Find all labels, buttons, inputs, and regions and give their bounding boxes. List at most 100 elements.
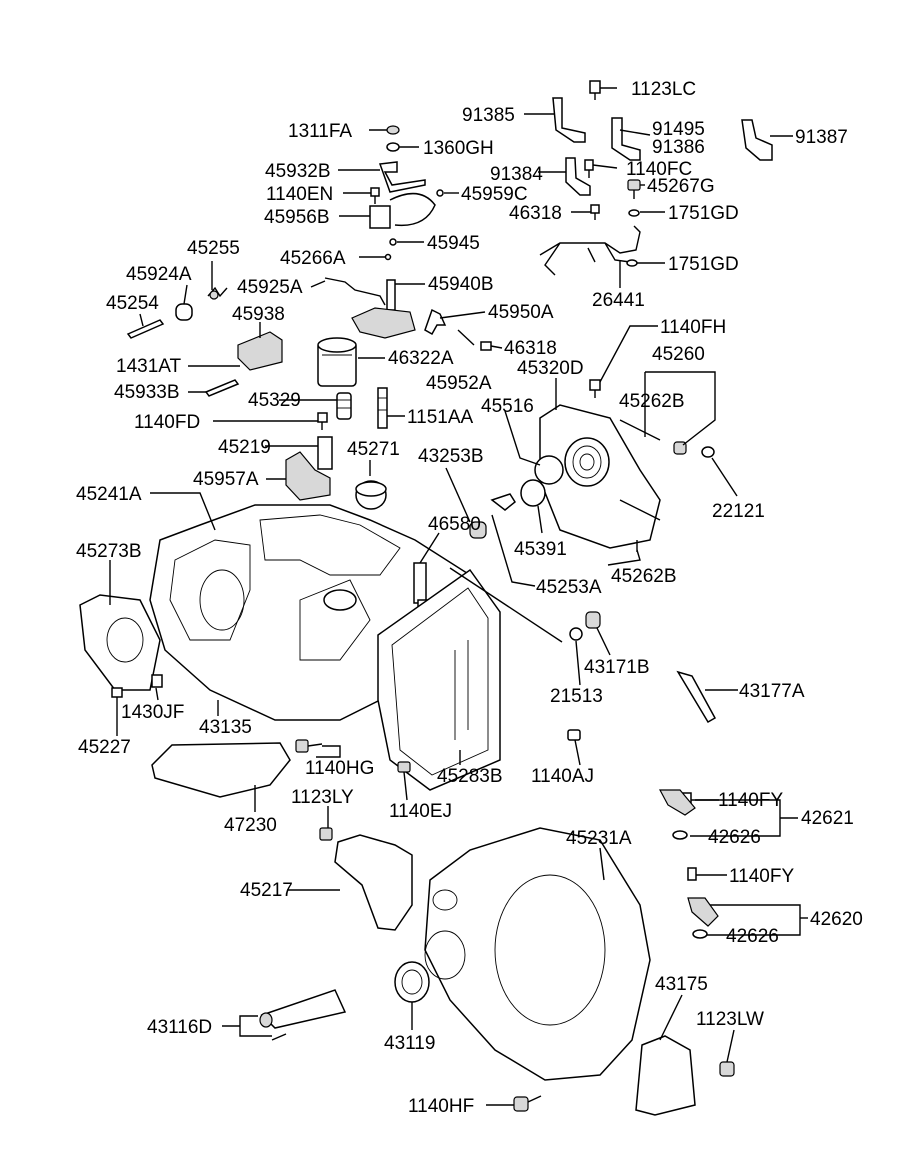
label-45260: 45260: [652, 344, 705, 365]
bolt-1140hf: [513, 1095, 542, 1112]
label-45254: 45254: [106, 293, 159, 314]
seal-43119: [394, 961, 430, 1003]
stud-1151aa: [377, 387, 388, 429]
label-45932b: 45932B: [265, 161, 331, 182]
filter-46322a: [317, 337, 357, 387]
pin-45959c: [436, 189, 444, 197]
label-1140fy-b: 1140FY: [729, 866, 794, 887]
gasket-21513: [569, 627, 583, 641]
rod-45925a: [324, 277, 386, 306]
bracket-91495: [611, 117, 641, 161]
label-43116d: 43116D: [147, 1017, 212, 1038]
sensor-42621: [659, 789, 696, 816]
label-45267g: 45267G: [647, 176, 715, 197]
bolt-45267g: [627, 179, 641, 199]
label-21513: 21513: [550, 686, 603, 707]
nut-43253b: [469, 521, 487, 539]
label-45217: 45217: [240, 880, 293, 901]
ring-45391: [520, 479, 546, 507]
ball-45945: [389, 238, 397, 246]
bracket-91385: [552, 97, 586, 143]
label-1430jf: 1430JF: [121, 702, 184, 723]
oring-42626-b: [692, 929, 708, 939]
pin-45933b: [204, 379, 240, 397]
label-1140hf: 1140HF: [408, 1096, 474, 1117]
label-91386: 91386: [652, 137, 705, 158]
housing-45273b: [79, 594, 161, 691]
label-1431at: 1431AT: [116, 356, 182, 377]
label-1140fd: 1140FD: [134, 412, 200, 433]
sensor-42620: [687, 897, 719, 927]
oil-pan-45283b: [377, 568, 501, 791]
label-45956b: 45956B: [264, 207, 330, 228]
spring-45255: [207, 286, 228, 300]
label-45255: 45255: [187, 238, 240, 259]
label-45924a: 45924A: [126, 264, 192, 285]
label-42626-a: 42626: [708, 827, 761, 848]
label-1140ej: 1140EJ: [389, 801, 452, 822]
nut-1311fa: [386, 125, 400, 135]
label-45940b: 45940B: [428, 274, 494, 295]
ring-45271: [355, 480, 387, 510]
label-45271: 45271: [347, 439, 400, 460]
label-1140fh: 1140FH: [660, 317, 726, 338]
tube-43116d: [259, 989, 347, 1041]
label-1140hg: 1140HG: [305, 758, 374, 779]
label-1140fc: 1140FC: [626, 159, 692, 180]
label-45938: 45938: [232, 304, 285, 325]
part-labels: 1123LC 91385 91495 91386 91387 1311FA 13…: [76, 79, 863, 1117]
bolt-46318-b: [480, 341, 492, 351]
oring-42626-a: [672, 830, 688, 840]
bracket-43177a: [676, 670, 717, 724]
label-47230: 47230: [224, 815, 277, 836]
label-22121: 22121: [712, 501, 765, 522]
label-1123ly: 1123LY: [291, 787, 354, 808]
label-45391: 45391: [514, 539, 567, 560]
bolt-1140hg: [295, 739, 323, 753]
ring-45516: [534, 455, 564, 485]
pin-1430jf: [151, 674, 163, 688]
label-45933b: 45933B: [114, 382, 180, 403]
bolt-1123lc: [589, 80, 601, 100]
label-45957a: 45957A: [193, 469, 259, 490]
bolt-46318-top: [590, 204, 600, 220]
label-1123lw: 1123LW: [696, 1009, 764, 1030]
label-45959c: 45959C: [461, 184, 528, 205]
bolt-45227: [111, 687, 123, 698]
label-46318-top: 46318: [509, 203, 562, 224]
spring-45266a: [384, 253, 392, 261]
label-91384: 91384: [490, 164, 543, 185]
cover-45320d: [539, 404, 661, 549]
pin-46318-b: [457, 329, 475, 346]
bracket-45217: [334, 834, 413, 931]
case-45231a: [424, 827, 651, 1081]
bolt-1123lw: [719, 1061, 735, 1077]
seal-1751gd-mid: [626, 259, 638, 267]
label-1140en: 1140EN: [266, 184, 333, 205]
label-1151aa: 1151AA: [407, 407, 474, 428]
bolt-1140fd: [317, 412, 328, 430]
label-1140fy-a: 1140FY: [718, 790, 783, 811]
label-43177a: 43177A: [739, 681, 805, 702]
label-45241a: 45241A: [76, 484, 142, 505]
label-91387: 91387: [795, 127, 848, 148]
washer-1360gh: [386, 142, 400, 152]
bushing-45924a: [175, 303, 193, 321]
label-45262b-top: 45262B: [619, 391, 685, 412]
lever-45932b: [378, 161, 426, 193]
label-45320d: 45320D: [517, 358, 584, 379]
label-91385: 91385: [462, 105, 515, 126]
shaft-45940b: [386, 279, 396, 311]
label-46580: 46580: [428, 514, 481, 535]
bracket-43175: [635, 1035, 696, 1116]
label-1751gd-mid: 1751GD: [668, 254, 739, 275]
lever-45950a: [424, 308, 447, 336]
label-45925a: 45925A: [237, 277, 303, 298]
bracket-45253a: [490, 493, 516, 511]
label-45227: 45227: [78, 737, 131, 758]
case-45241a: [149, 504, 472, 721]
spring-45329: [336, 392, 352, 420]
label-1123lc: 1123LC: [631, 79, 696, 100]
